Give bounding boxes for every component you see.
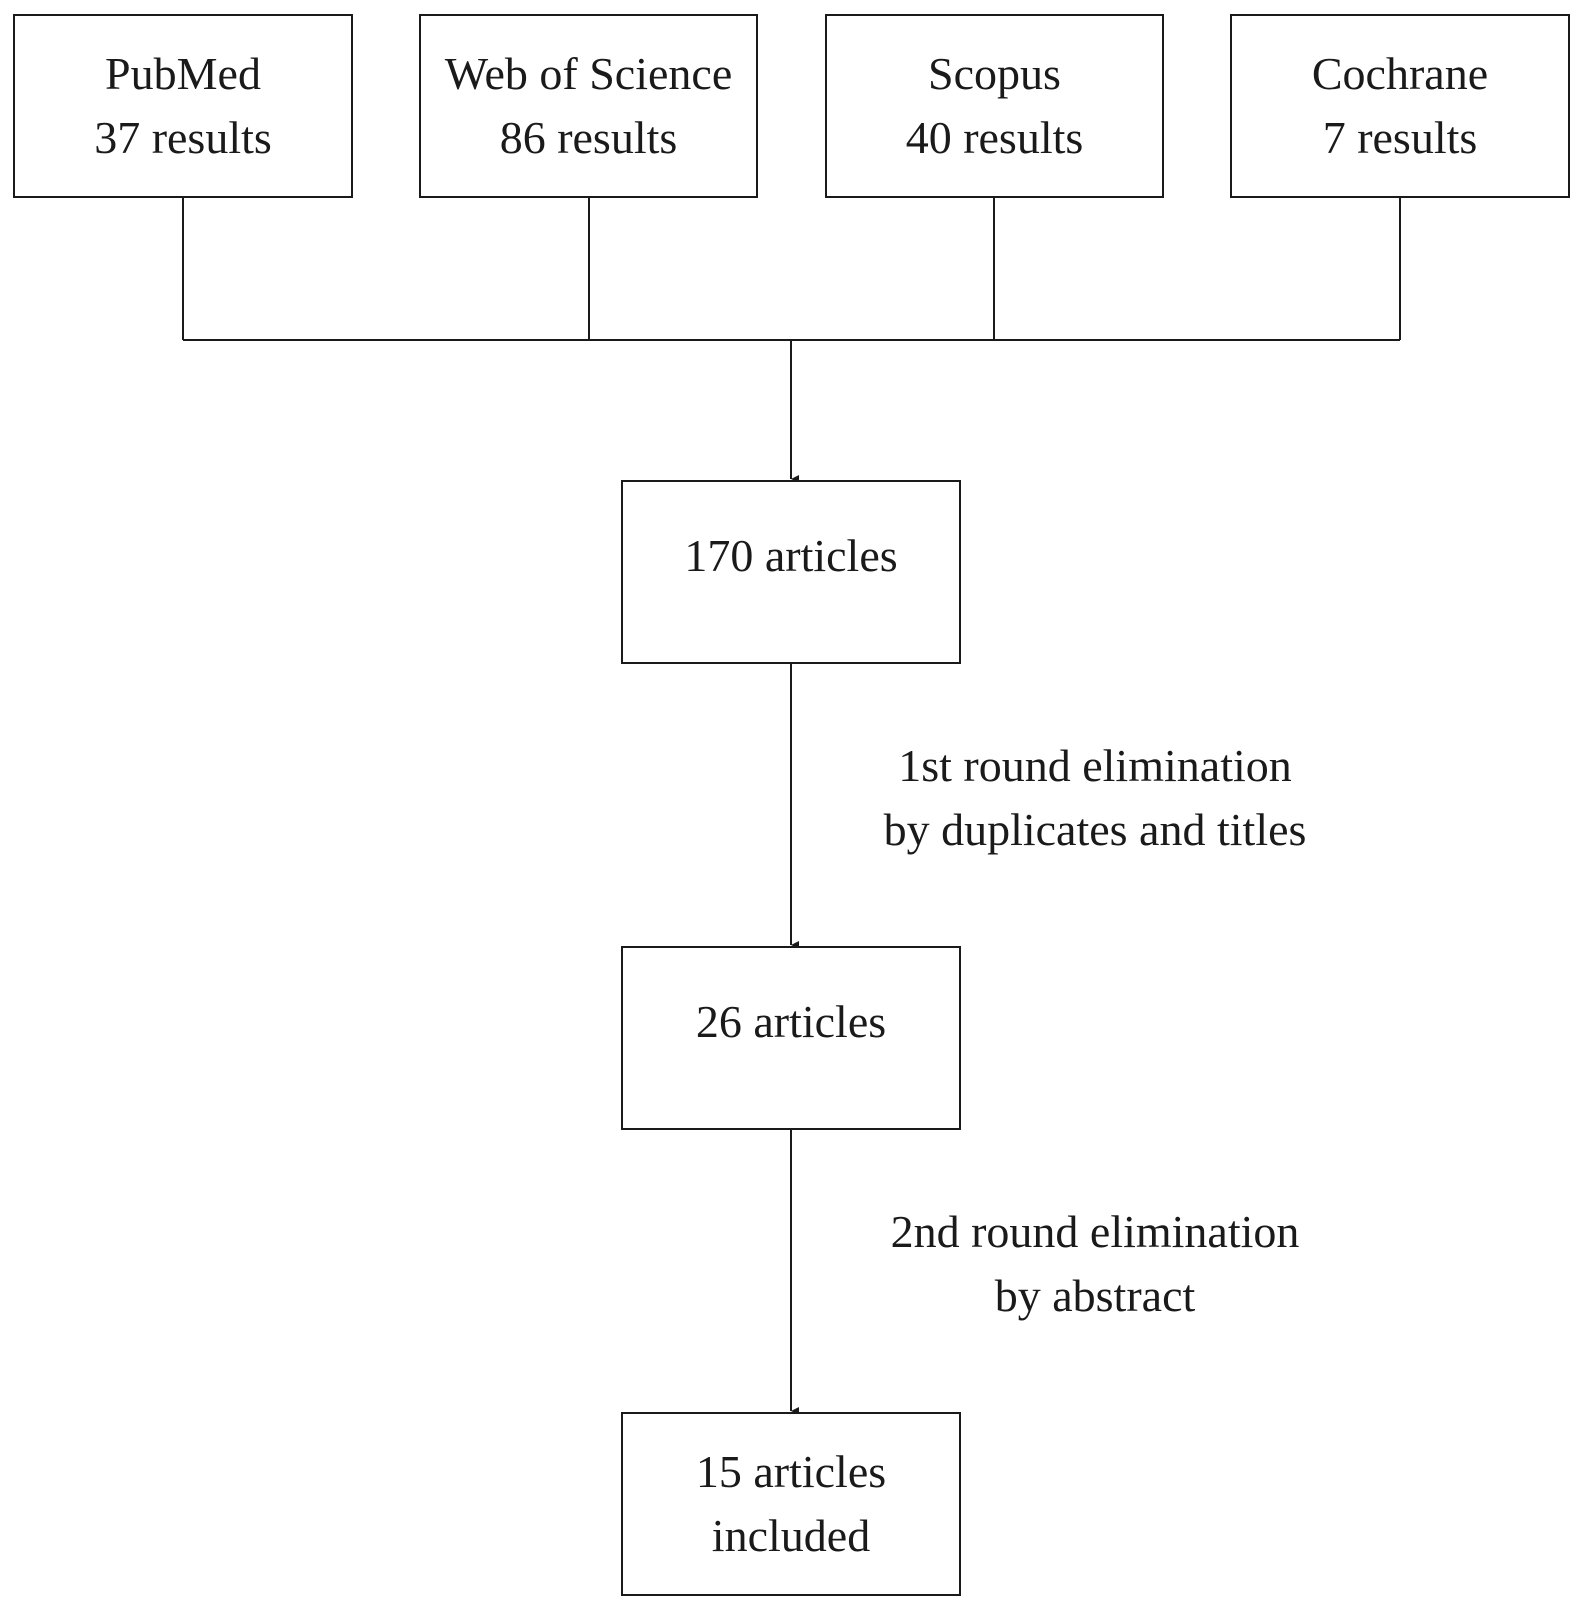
stage-box-after-first-round: 26 articles bbox=[621, 946, 961, 1130]
stage-box-initial: 170 articles bbox=[621, 480, 961, 664]
stage-text: 15 articles bbox=[695, 1446, 887, 1497]
step-text: 1st round elimination bbox=[898, 740, 1292, 791]
source-name: PubMed bbox=[105, 48, 261, 99]
source-results: 40 results bbox=[905, 112, 1084, 163]
step-text: by duplicates and titles bbox=[883, 804, 1307, 855]
source-name: Cochrane bbox=[1311, 48, 1489, 99]
source-box-pubmed: PubMed 37 results bbox=[13, 14, 353, 198]
source-name: Web of Science bbox=[444, 48, 733, 99]
stage-box-included: 15 articles included bbox=[621, 1412, 961, 1596]
stage-text: 26 articles bbox=[695, 996, 887, 1047]
source-box-scopus: Scopus 40 results bbox=[825, 14, 1164, 198]
stage-text: 170 articles bbox=[684, 530, 898, 581]
source-results: 7 results bbox=[1322, 112, 1478, 163]
step-text: 2nd round elimination bbox=[890, 1206, 1300, 1257]
source-results: 37 results bbox=[94, 112, 272, 163]
source-name: Scopus bbox=[928, 48, 1061, 99]
step-label-first-round: 1st round elimination by duplicates and … bbox=[860, 734, 1330, 862]
step-label-second-round: 2nd round elimination by abstract bbox=[860, 1200, 1330, 1328]
source-box-cochrane: Cochrane 7 results bbox=[1230, 14, 1570, 198]
source-box-web-of-science: Web of Science 86 results bbox=[419, 14, 758, 198]
source-results: 86 results bbox=[499, 112, 678, 163]
stage-text: included bbox=[711, 1510, 871, 1561]
step-text: by abstract bbox=[994, 1270, 1196, 1321]
